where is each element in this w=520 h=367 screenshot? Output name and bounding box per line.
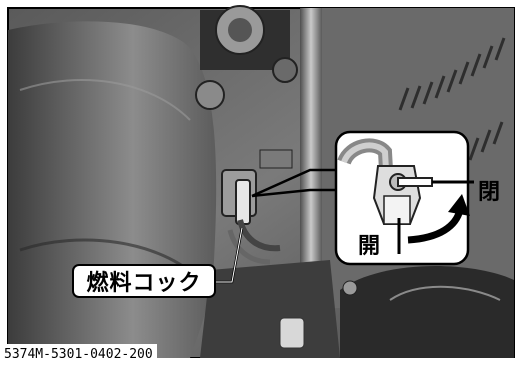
open-label: 開 bbox=[358, 234, 381, 259]
fuel-cock-callout: 燃料コック bbox=[72, 264, 216, 298]
fuel-tank-shape bbox=[8, 21, 217, 359]
valve-lever bbox=[397, 177, 433, 187]
figure-id: 5374M-5301-0402-200 bbox=[0, 344, 157, 366]
inset-detail bbox=[334, 130, 474, 266]
fuel-cock-part bbox=[221, 149, 293, 265]
close-label: 閉 bbox=[478, 180, 501, 205]
rotate-arrow-icon bbox=[407, 208, 464, 244]
